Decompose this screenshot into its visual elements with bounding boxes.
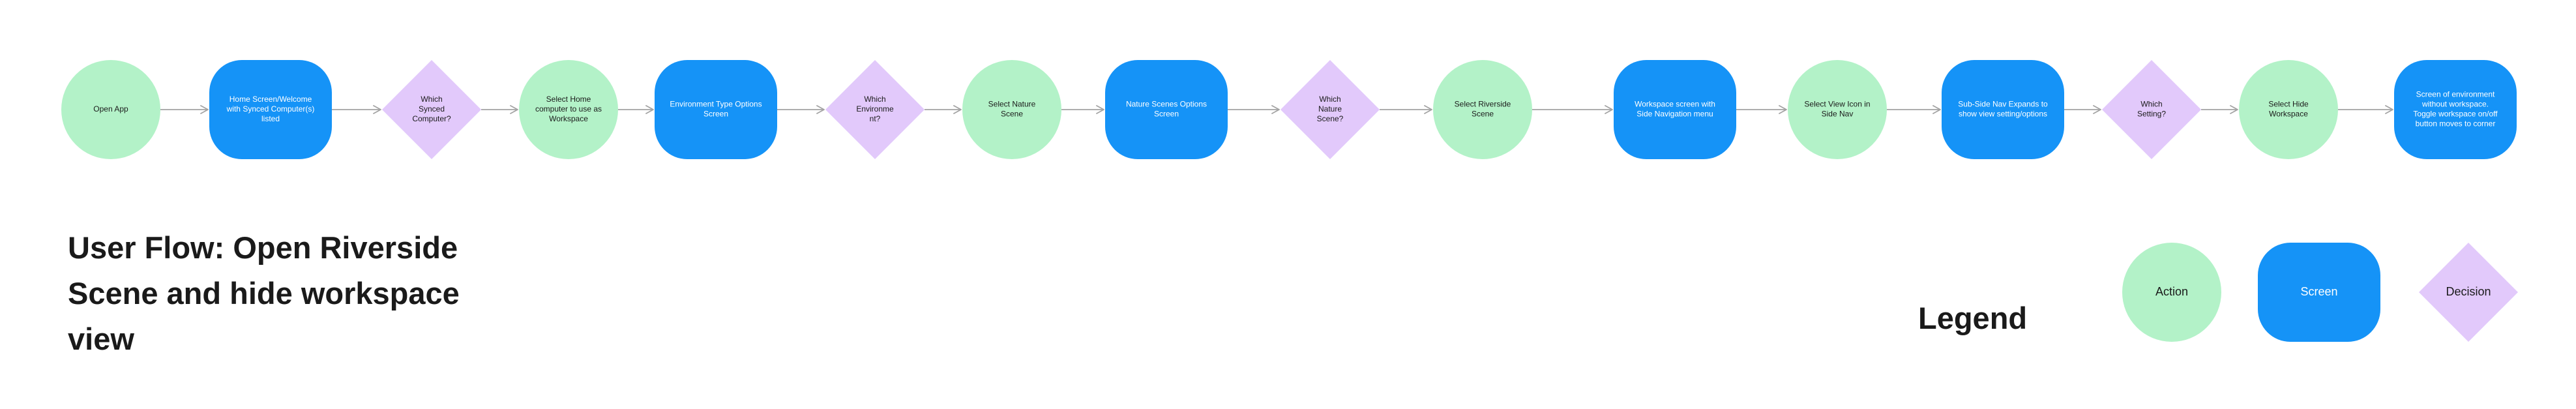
flow-node-label-line: Setting? [2137,110,2166,119]
flow-node-label-line: Workspace [2269,110,2308,119]
flow-node-label-line: Open App [93,104,128,114]
flow-node-label-line: Select View Icon in [1804,100,1870,109]
flow-node-label-line: Which [2140,100,2162,109]
flow-node-action [2239,60,2338,159]
flow-node-label-line: Which [421,95,442,104]
flow-node-screen [2394,60,2517,159]
flow-node-label-line: Screen [1154,110,1179,119]
flow-node-screen [1614,60,1736,159]
flow-node-label-line: Nature Scenes Options [1126,100,1207,109]
flow-node-label-line: Home Screen/Welcome [229,95,312,104]
flow-node-label-line: Nature [1318,104,1342,114]
flow-node-label-line: Toggle workspace on/off [2413,110,2498,119]
flow-node-label-line: Select Riverside [1455,100,1511,109]
flow-node-label-line: Which [1319,95,1340,104]
flow-node-label-line: computer to use as [535,104,602,114]
flow-node-label-line: nt? [870,114,881,123]
legend-items: Action Screen Decision [2122,243,2518,342]
legend-action-shape [2122,243,2221,342]
flow-node-label-line: Scene [1472,110,1494,119]
flow-node-label-line: show view setting/options [1959,110,2047,119]
flow-node-decision [2102,60,2201,159]
flow-node-label-line: with Synced Computer(s) [226,104,315,114]
flow-node-decision [1281,60,1380,159]
flow-node-decision [825,60,925,159]
flow-node-label-line: button moves to corner [2416,119,2496,129]
flow-node-label-line: Workspace screen with [1635,100,1715,109]
flow-node-screen [655,60,777,159]
flow-node-action [1433,60,1532,159]
flow-node-label-line: Scene? [1317,114,1344,123]
flow-node-action [519,60,618,159]
flow-node-label-line: Which [864,95,885,104]
legend-action-label: Action [2155,285,2188,298]
flow-node-label-line: Screen [703,110,728,119]
legend-decision-shape [2419,243,2518,342]
flow-node-label-line: Side Nav [1822,110,1854,119]
flow-node-label: Open App [93,104,128,114]
flow-node-screen [1105,60,1228,159]
flow-node-label-line: Computer? [412,114,451,123]
legend-screen-shape [2258,243,2380,342]
legend-decision-label: Decision [2446,285,2491,298]
flow-node-label-line: Sub-Side Nav Expands to [1958,100,2048,109]
legend-title: Legend [1918,301,2028,335]
flow-node-action [1788,60,1887,159]
flow-node-label-line: listed [261,114,280,123]
flow-node-label-line: Select Hide [2268,100,2309,109]
flow-node-screen [1942,60,2064,159]
flow-node-label-line: without workspace. [2421,100,2489,109]
flow-node-label-line: Workspace [549,114,588,123]
flow-node-screen [209,60,332,159]
flow-node-label-line: Select Nature [988,100,1036,109]
legend-screen-label: Screen [2300,285,2337,298]
diagram-title: User Flow: Open Riverside Scene and hide… [68,230,460,356]
flow-node-action [962,60,1061,159]
flow-node-label-line: Synced [419,104,445,114]
flow-node-action [61,60,160,159]
flow-node-label-line: Select Home [546,95,591,104]
flow-node-label-line: Environme [856,104,894,114]
flow-node-decision [382,60,481,159]
flow-node-label-line: Screen of environment [2416,90,2495,99]
flow-node-label-line: Side Navigation menu [1636,110,1713,119]
flow-node-label-line: Scene [1001,110,1023,119]
flow-node-label-line: Environment Type Options [670,100,762,109]
